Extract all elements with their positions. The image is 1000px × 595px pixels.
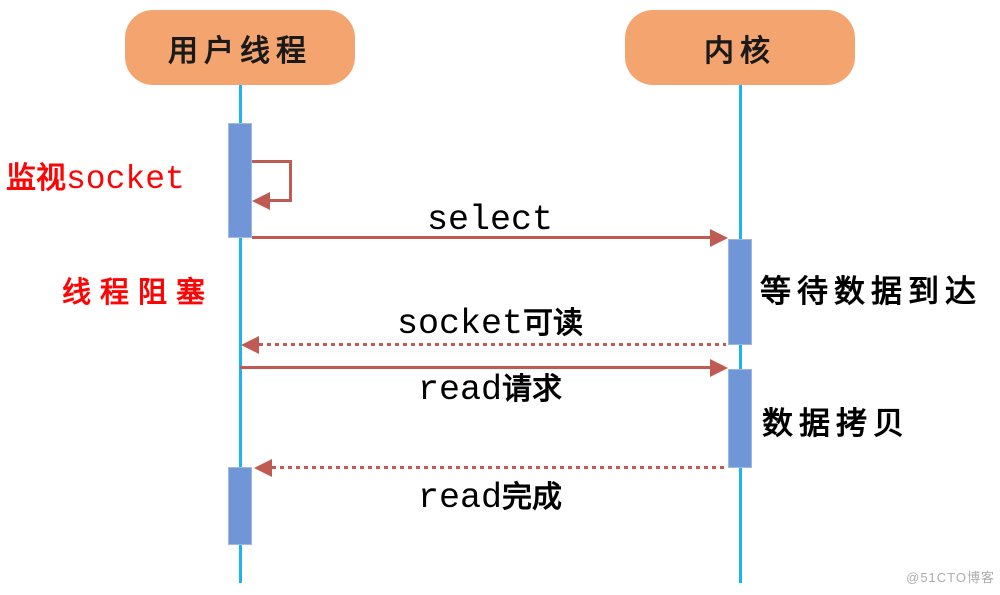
activation-kernel-data-copy bbox=[728, 369, 752, 468]
actor-box-user-thread: 用户线程 bbox=[125, 10, 355, 85]
activation-user-monitor bbox=[228, 123, 252, 238]
annotation-monitor-socket-en: socket bbox=[66, 161, 185, 198]
message-read-complete-label-en: read bbox=[417, 478, 502, 518]
message-socket-readable-label-en: socket bbox=[396, 304, 524, 344]
annotation-thread-blocked: 线程阻塞 bbox=[62, 277, 215, 309]
note-data-copy: 数据拷贝 bbox=[762, 406, 910, 441]
actor-label-user-thread: 用户线程 bbox=[168, 34, 312, 68]
actor-label-kernel: 内核 bbox=[704, 34, 776, 68]
annotation-monitor-socket: 监视socket bbox=[6, 160, 185, 203]
message-read-request-label-cn: 请求 bbox=[502, 373, 562, 406]
self-loop-right-segment bbox=[289, 160, 292, 202]
actor-box-kernel: 内核 bbox=[625, 10, 855, 85]
message-socket-readable-label-cn: 可读 bbox=[523, 307, 584, 340]
message-read-complete-label-cn: 完成 bbox=[502, 481, 562, 514]
message-socket-readable-arrowhead-icon bbox=[241, 336, 259, 354]
message-read-complete-label: read完成 bbox=[335, 478, 645, 523]
message-select-arrowhead-icon bbox=[710, 229, 728, 247]
message-read-complete-arrowhead-icon bbox=[254, 459, 272, 477]
message-read-request-line bbox=[240, 366, 712, 369]
self-loop-arrowhead-icon bbox=[252, 192, 270, 210]
activation-user-read-complete bbox=[228, 467, 252, 545]
message-select-label: select bbox=[335, 200, 645, 245]
message-select-label-en: select bbox=[426, 200, 554, 240]
self-loop-bottom-segment bbox=[264, 199, 292, 202]
message-read-complete-line bbox=[272, 466, 728, 469]
lifeline-user-thread bbox=[239, 85, 242, 583]
message-select-line bbox=[252, 236, 712, 239]
message-read-request-label: read请求 bbox=[335, 370, 645, 415]
message-read-request-label-en: read bbox=[417, 370, 502, 410]
activation-kernel-wait-data bbox=[728, 239, 752, 345]
watermark: @51CTO博客 bbox=[906, 570, 995, 585]
message-socket-readable-line bbox=[259, 343, 726, 346]
annotation-monitor-socket-cn: 监视 bbox=[6, 162, 66, 195]
note-wait-data-arrival: 等待数据到达 bbox=[760, 274, 982, 309]
self-loop-top-segment bbox=[252, 160, 292, 163]
message-read-request-arrowhead-icon bbox=[710, 359, 728, 377]
message-socket-readable-label: socket可读 bbox=[335, 304, 645, 349]
